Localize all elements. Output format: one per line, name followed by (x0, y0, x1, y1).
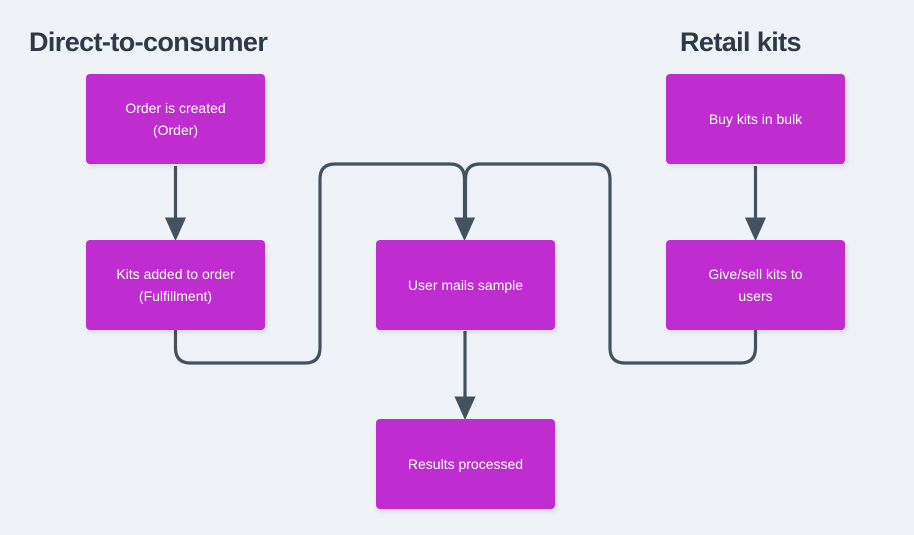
node-buy-bulk-line1: Buy kits in bulk (708, 111, 803, 127)
node-kits-added-line2: (Fulfillment) (138, 288, 213, 304)
node-kits-added-line1: Kits added to order (116, 266, 235, 282)
node-give-sell-line2: users (738, 288, 773, 304)
node-order[interactable]: Order is created (Order) (86, 74, 265, 164)
edge-give-sell-to-user-mails (463, 162, 758, 365)
edge-kits-added-to-user-mails (173, 162, 476, 365)
node-user-mails-sample[interactable]: User mails sample (376, 240, 555, 330)
node-results-line1: Results processed (407, 456, 524, 472)
node-kits-added-to-order[interactable]: Kits added to order (Fulfillment) (86, 240, 265, 330)
node-buy-kits-in-bulk[interactable]: Buy kits in bulk (666, 74, 845, 164)
column-title-retail-kits: Retail kits (680, 27, 802, 57)
node-give-sell-kits-to-users[interactable]: Give/sell kits to users (666, 240, 845, 330)
node-give-sell-line1: Give/sell kits to (708, 266, 803, 282)
node-order-line1: Order is created (125, 100, 226, 116)
column-title-direct-to-consumer: Direct-to-consumer (29, 27, 268, 57)
node-order-line2: (Order) (152, 122, 199, 138)
node-results-processed[interactable]: Results processed (376, 419, 555, 509)
node-user-mails-line1: User mails sample (407, 277, 524, 293)
